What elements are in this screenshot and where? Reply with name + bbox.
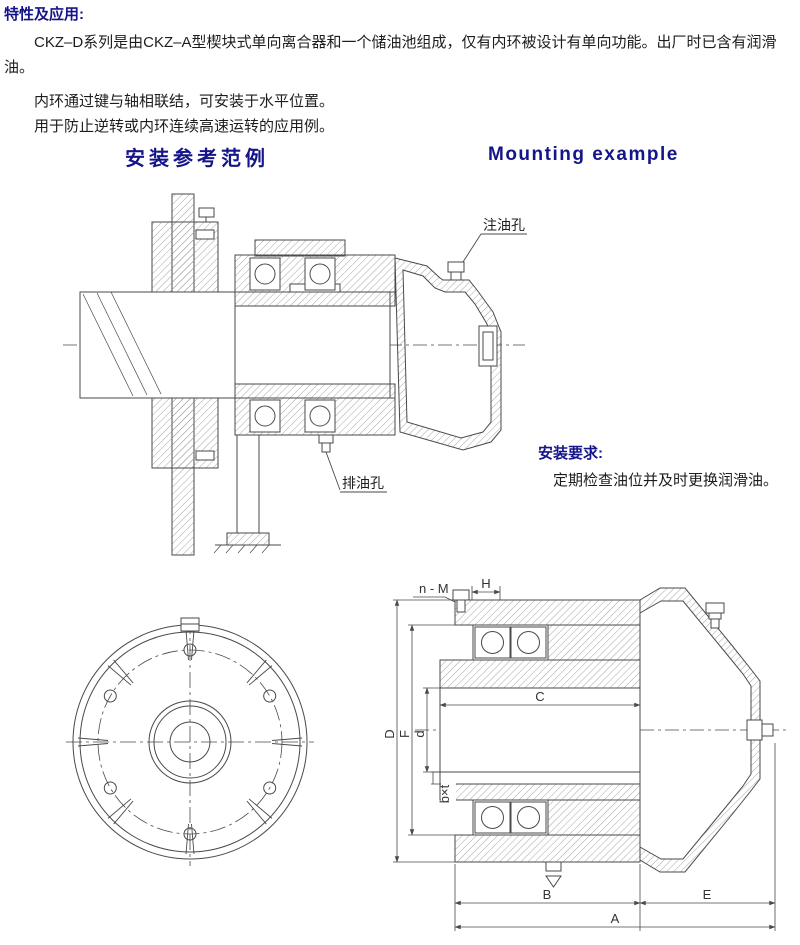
oil-drain-plug bbox=[318, 434, 334, 453]
oil-fill-plug bbox=[444, 261, 468, 281]
dim-label-a: A bbox=[611, 911, 620, 926]
bore-circle bbox=[169, 721, 211, 763]
section-title-zh: 安装参考范例 bbox=[125, 148, 269, 170]
front-view-drawing bbox=[66, 617, 314, 866]
fill-plug-section bbox=[705, 602, 725, 629]
oil-reservoir-housing bbox=[394, 257, 502, 451]
drain-plug-section bbox=[545, 861, 562, 888]
bearing-top bbox=[472, 624, 549, 661]
intro-paragraph-2: 内环通过键与轴相联结，可安装于水平位置。 bbox=[34, 93, 335, 110]
shaft bbox=[79, 291, 391, 399]
oil-fill-label: 注油孔 bbox=[483, 217, 525, 233]
bolt-holes bbox=[103, 643, 277, 841]
mounting-requirements: 安装要求: 定期检查油位并及时更换润滑油。 bbox=[538, 442, 796, 492]
requirements-heading: 安装要求: bbox=[538, 445, 603, 462]
radial-slots bbox=[77, 629, 303, 855]
dim-label-bxt: b×t bbox=[437, 784, 452, 803]
dim-label-f: F bbox=[397, 730, 412, 738]
intro-section: 特性及应用: CKZ–D系列是由CKZ–A型楔块式单向离合器和一个储油池组成，仅… bbox=[4, 3, 796, 139]
dim-label-e: E bbox=[703, 887, 712, 902]
section-view-drawing: n - M H C D F d b×t B E A bbox=[385, 576, 790, 931]
oil-drain-label: 排油孔 bbox=[342, 475, 384, 491]
inner-ring-and-bore bbox=[439, 659, 641, 801]
support-foot bbox=[213, 434, 281, 554]
dim-label-d-cap: D bbox=[385, 729, 397, 738]
intro-paragraph-1: CKZ–D系列是由CKZ–A型楔块式单向离合器和一个储油池组成，仅有内环被设计有… bbox=[4, 34, 777, 76]
dim-label-h: H bbox=[481, 576, 490, 591]
plug-front-view bbox=[180, 617, 200, 632]
clutch-assembly bbox=[234, 239, 396, 436]
mounting-bolt bbox=[451, 589, 473, 613]
bearing-top bbox=[249, 257, 336, 291]
dim-label-d-small: d bbox=[412, 730, 427, 737]
bearing-bottom bbox=[472, 799, 549, 836]
keyway bbox=[439, 771, 641, 785]
dimension-lines bbox=[393, 586, 776, 931]
hub-circle bbox=[148, 700, 232, 784]
end-plug bbox=[746, 719, 774, 741]
dim-label-c: C bbox=[535, 689, 544, 704]
requirements-text: 定期检查油位并及时更换润滑油。 bbox=[553, 472, 779, 489]
dim-label-nm: n - M bbox=[419, 581, 449, 596]
section-title-en: Mounting example bbox=[488, 144, 679, 165]
intro-heading: 特性及应用: bbox=[4, 6, 84, 23]
dim-label-b: B bbox=[543, 887, 552, 902]
oil-level-window bbox=[478, 325, 498, 367]
reservoir-housing-section bbox=[639, 587, 774, 873]
intro-paragraph-3: 用于防止逆转或内环连续高速运转的应用例。 bbox=[34, 118, 335, 135]
bolt-circle bbox=[97, 649, 283, 835]
label-leaders bbox=[325, 233, 527, 493]
mounting-example-drawing: 注油孔 排油孔 bbox=[63, 193, 527, 556]
bearing-bottom bbox=[249, 399, 336, 433]
